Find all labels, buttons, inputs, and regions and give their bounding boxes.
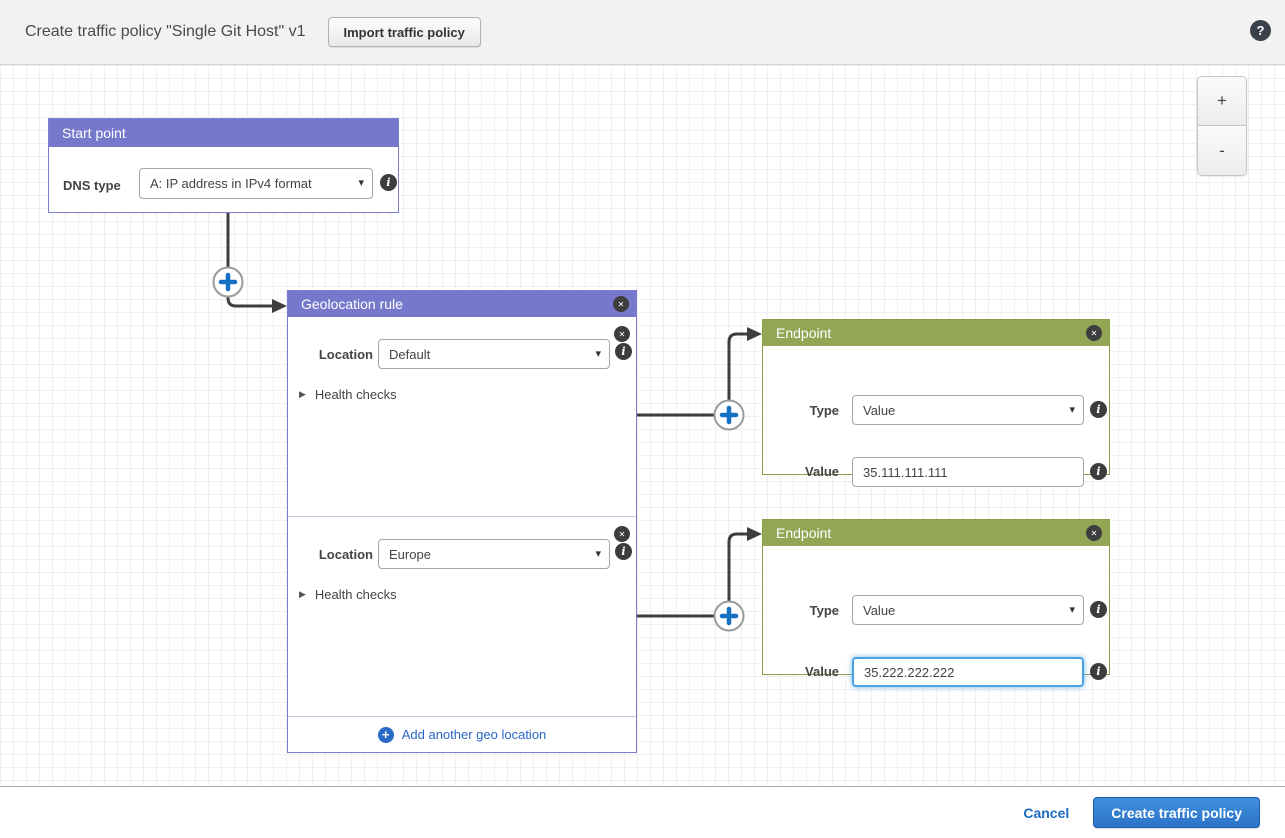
location-label: Location — [311, 547, 373, 562]
import-traffic-policy-button[interactable]: Import traffic policy — [328, 17, 481, 47]
location-select-default[interactable]: Default ▾ — [378, 339, 610, 369]
type-label: Type — [775, 603, 839, 618]
close-icon[interactable]: ✕ — [614, 526, 630, 542]
expander-arrow-icon: ▶ — [299, 389, 306, 400]
value-label: Value — [775, 464, 839, 479]
endpoint-type-select[interactable]: Value ▾ — [852, 595, 1084, 625]
info-icon[interactable]: i — [1090, 401, 1107, 418]
close-icon[interactable]: ✕ — [613, 296, 629, 312]
endpoint-title: Endpoint — [776, 325, 831, 341]
endpoint-body: Type Value ▾ i Value i — [763, 546, 1109, 674]
start-point-title: Start point — [62, 125, 126, 141]
close-icon[interactable]: ✕ — [1086, 325, 1102, 341]
chevron-down-icon: ▾ — [358, 178, 364, 189]
chevron-down-icon: ▾ — [595, 349, 601, 360]
endpoint-title: Endpoint — [776, 525, 831, 541]
endpoint-box-2: Endpoint ✕ Type Value ▾ i Value i — [762, 519, 1110, 675]
geo-location-row-default: ✕ Location Default ▾ i ▶ Health checks — [288, 317, 636, 517]
add-geo-location-label: Add another geo location — [402, 727, 547, 742]
page-title: Create traffic policy "Single Git Host" … — [25, 23, 306, 41]
start-point-body: DNS type A: IP address in IPv4 format ▾ … — [49, 147, 398, 212]
endpoint-value-input-focused[interactable] — [852, 657, 1084, 687]
endpoint-header: Endpoint ✕ — [763, 520, 1109, 546]
health-checks-expander[interactable]: ▶ Health checks — [299, 387, 397, 402]
cancel-button[interactable]: Cancel — [1023, 805, 1069, 821]
endpoint-header: Endpoint ✕ — [763, 320, 1109, 346]
geolocation-rule-header: Geolocation rule ✕ — [288, 291, 636, 317]
add-geo-location-button[interactable]: + Add another geo location — [288, 717, 636, 752]
info-icon[interactable]: i — [380, 174, 397, 191]
close-icon[interactable]: ✕ — [614, 326, 630, 342]
location-selected-value: Default — [389, 347, 430, 362]
zoom-out-button[interactable]: - — [1198, 126, 1246, 175]
info-icon[interactable]: i — [1090, 463, 1107, 480]
page-header: Create traffic policy "Single Git Host" … — [0, 0, 1285, 65]
endpoint-type-selected-value: Value — [863, 603, 895, 618]
endpoint-value-input[interactable] — [852, 457, 1084, 487]
action-bar: Cancel Create traffic policy — [0, 786, 1285, 838]
location-selected-value: Europe — [389, 547, 431, 562]
zoom-controls: + - — [1197, 76, 1247, 176]
start-point-header: Start point — [49, 119, 398, 147]
value-label: Value — [775, 664, 839, 679]
geolocation-rule-box: Geolocation rule ✕ ✕ Location Default ▾ … — [287, 290, 637, 753]
chevron-down-icon: ▾ — [1069, 405, 1075, 416]
endpoint-type-select[interactable]: Value ▾ — [852, 395, 1084, 425]
help-icon[interactable]: ? — [1250, 20, 1271, 41]
chevron-down-icon: ▾ — [595, 549, 601, 560]
help-glyph: ? — [1257, 23, 1265, 38]
health-checks-expander[interactable]: ▶ Health checks — [299, 587, 397, 602]
info-icon[interactable]: i — [1090, 663, 1107, 680]
chevron-down-icon: ▾ — [1069, 605, 1075, 616]
location-label: Location — [311, 347, 373, 362]
expander-arrow-icon: ▶ — [299, 589, 306, 600]
plus-icon: + — [378, 727, 394, 743]
create-traffic-policy-button[interactable]: Create traffic policy — [1093, 797, 1260, 828]
geolocation-rule-title: Geolocation rule — [301, 296, 403, 312]
endpoint-type-selected-value: Value — [863, 403, 895, 418]
type-label: Type — [775, 403, 839, 418]
endpoint-box-1: Endpoint ✕ Type Value ▾ i Value i — [762, 319, 1110, 475]
dns-type-select[interactable]: A: IP address in IPv4 format ▾ — [139, 168, 373, 199]
zoom-in-button[interactable]: + — [1198, 77, 1246, 126]
dns-type-selected-value: A: IP address in IPv4 format — [150, 176, 312, 191]
endpoint-body: Type Value ▾ i Value i — [763, 346, 1109, 474]
close-icon[interactable]: ✕ — [1086, 525, 1102, 541]
start-point-box: Start point DNS type A: IP address in IP… — [48, 118, 399, 213]
health-checks-label: Health checks — [315, 587, 397, 602]
health-checks-label: Health checks — [315, 387, 397, 402]
geo-location-row-europe: ✕ Location Europe ▾ i ▶ Health checks — [288, 517, 636, 717]
info-icon[interactable]: i — [1090, 601, 1107, 618]
info-icon[interactable]: i — [615, 343, 632, 360]
dns-type-label: DNS type — [63, 178, 121, 193]
location-select-europe[interactable]: Europe ▾ — [378, 539, 610, 569]
info-icon[interactable]: i — [615, 543, 632, 560]
